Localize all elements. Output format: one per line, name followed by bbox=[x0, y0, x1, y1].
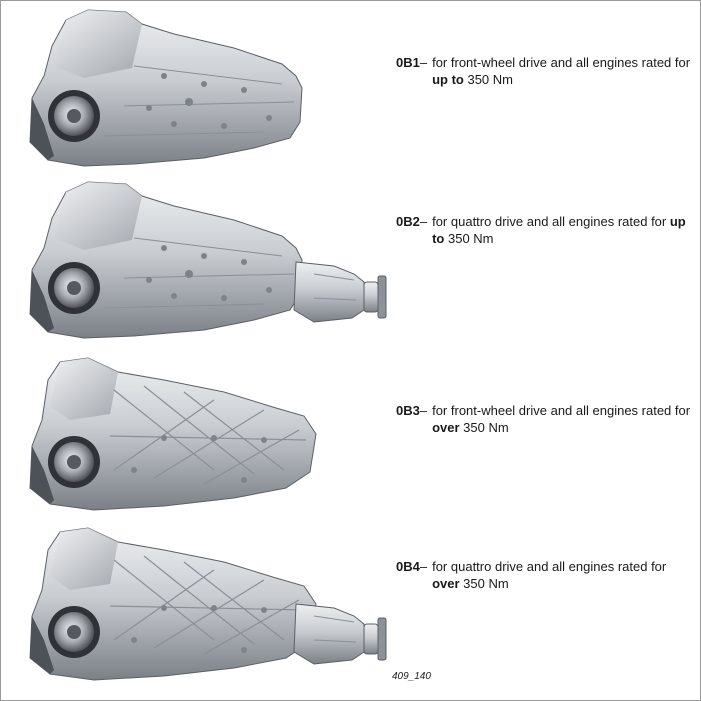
variant-code: 0B1 bbox=[396, 55, 420, 70]
variant-dash: – bbox=[419, 55, 428, 70]
gearbox-illustration-0b4 bbox=[29, 527, 387, 681]
variant-description: 0B4 – for quattro drive and all engines … bbox=[396, 558, 696, 592]
variant-row-0b2: 0B2 – for quattro drive and all engines … bbox=[0, 178, 701, 348]
variant-dash: – bbox=[419, 214, 428, 229]
gearbox-illustration-0b1 bbox=[29, 9, 303, 167]
variant-description: 0B3 – for front-wheel drive and all engi… bbox=[396, 402, 696, 436]
gearbox-illustration-0b3 bbox=[29, 357, 317, 511]
variant-code: 0B3 bbox=[396, 403, 420, 418]
variant-description: 0B1 – for front-wheel drive and all engi… bbox=[396, 54, 696, 88]
variant-code: 0B2 bbox=[396, 214, 420, 229]
variant-dash: – bbox=[419, 403, 428, 418]
variant-row-0b1: 0B1 – for front-wheel drive and all engi… bbox=[0, 6, 701, 176]
figure-caption: 409_140 bbox=[392, 671, 431, 682]
variant-code: 0B4 bbox=[396, 559, 420, 574]
variant-text: for front-wheel drive and all engines ra… bbox=[432, 55, 691, 87]
variant-dash: – bbox=[419, 559, 428, 574]
variant-text: for front-wheel drive and all engines ra… bbox=[432, 403, 691, 435]
variant-row-0b3: 0B3 – for front-wheel drive and all engi… bbox=[0, 350, 701, 520]
variant-description: 0B2 – for quattro drive and all engines … bbox=[396, 213, 696, 247]
variant-row-0b4: 0B4 – for quattro drive and all engines … bbox=[0, 520, 701, 690]
variant-text: for quattro drive and all engines rated … bbox=[432, 214, 686, 246]
variant-text: for quattro drive and all engines rated … bbox=[432, 559, 667, 591]
gearbox-illustration-0b2 bbox=[29, 181, 387, 339]
